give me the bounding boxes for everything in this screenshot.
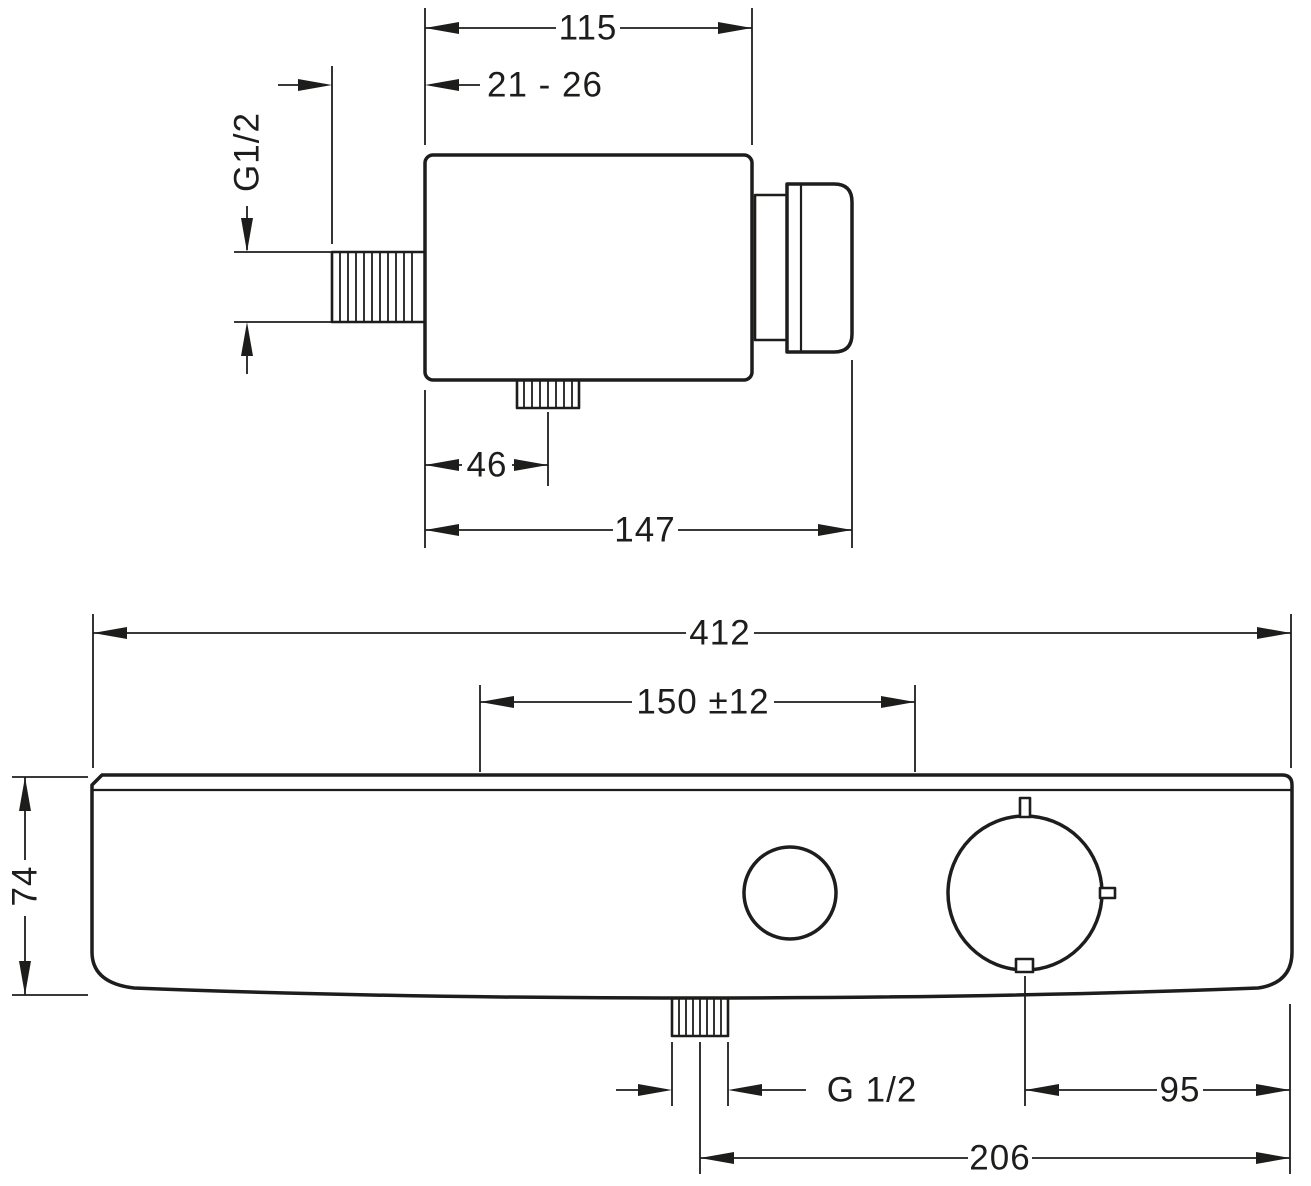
dim-outlet-to-end-label: 206	[969, 1139, 1030, 1178]
handle-knob	[785, 182, 854, 354]
arrowhead	[425, 22, 459, 34]
arrowhead	[818, 524, 852, 536]
dim-total-width: 412	[92, 614, 1292, 768]
arrowhead	[514, 459, 548, 471]
arrowhead	[700, 1152, 734, 1164]
dial-bottom-tab	[1014, 957, 1035, 974]
arrowhead	[728, 1084, 762, 1096]
arrowhead	[638, 1084, 672, 1096]
arrowhead	[718, 22, 752, 34]
dim-body-width: 115	[424, 8, 753, 145]
arrowhead	[19, 777, 31, 811]
arrowhead	[480, 696, 514, 708]
dim-wall-distance-label: 21 - 26	[487, 66, 603, 105]
thermostat-dial-ring	[946, 814, 1104, 972]
inlet-thread	[330, 250, 427, 324]
thermostat-dial	[946, 796, 1117, 974]
dial-right-tab	[1098, 886, 1117, 900]
dim-outlet-offset: 46	[424, 390, 549, 548]
dim-outlet-thread: G 1/2	[616, 1042, 918, 1110]
dim-body-height: 74	[6, 776, 88, 996]
outlet-side	[515, 378, 581, 410]
dim-connection-spacing: 150 ±12	[479, 683, 916, 772]
handle-flange	[753, 193, 789, 342]
dim-outlet-offset-label: 46	[467, 446, 508, 485]
arrowhead	[1257, 627, 1291, 639]
dim-body-width-label: 115	[559, 9, 618, 48]
arrowhead	[425, 79, 459, 91]
dim-inlet-thread: G1/2	[228, 112, 332, 374]
bar-body	[90, 773, 1294, 1000]
valve-body	[423, 153, 754, 382]
dim-outlet-to-end: 206	[699, 1042, 1290, 1178]
dim-total-width-label: 412	[689, 614, 750, 653]
arrowhead	[1256, 1084, 1290, 1096]
arrowhead	[19, 961, 31, 995]
front-view: 412 150 ±12 74	[6, 614, 1294, 1178]
dim-total-depth: 147	[425, 360, 853, 550]
arrowhead	[1256, 1152, 1290, 1164]
dim-inlet-thread-label: G1/2	[228, 112, 267, 192]
dim-wall-distance: 21 - 26	[278, 66, 603, 244]
arrowhead	[241, 322, 253, 356]
outlet-side-hatching	[523, 381, 573, 407]
dim-dial-to-end-label: 95	[1160, 1071, 1201, 1110]
outlet-front-hatching	[678, 999, 722, 1035]
arrowhead	[881, 696, 915, 708]
dim-total-depth-label: 147	[614, 511, 675, 550]
dim-connection-spacing-label: 150 ±12	[636, 683, 769, 722]
arrowhead	[1025, 1084, 1059, 1096]
select-button	[742, 845, 838, 941]
inlet-thread-body	[330, 250, 427, 324]
dim-body-height-label: 74	[6, 866, 45, 907]
dim-outlet-thread-label: G 1/2	[827, 1071, 918, 1110]
dial-top-tab	[1018, 796, 1032, 819]
outlet-front	[670, 996, 730, 1038]
arrowhead	[298, 79, 332, 91]
arrowhead	[425, 459, 459, 471]
inlet-thread-hatching	[339, 253, 413, 321]
bar-outline	[90, 773, 1294, 1000]
arrowhead	[425, 524, 459, 536]
handle	[785, 182, 854, 354]
side-view: 115 21 - 26 G1/2	[228, 8, 854, 550]
arrowhead	[241, 218, 253, 252]
arrowhead	[93, 627, 127, 639]
dim-dial-to-end: 95	[1024, 976, 1291, 1174]
